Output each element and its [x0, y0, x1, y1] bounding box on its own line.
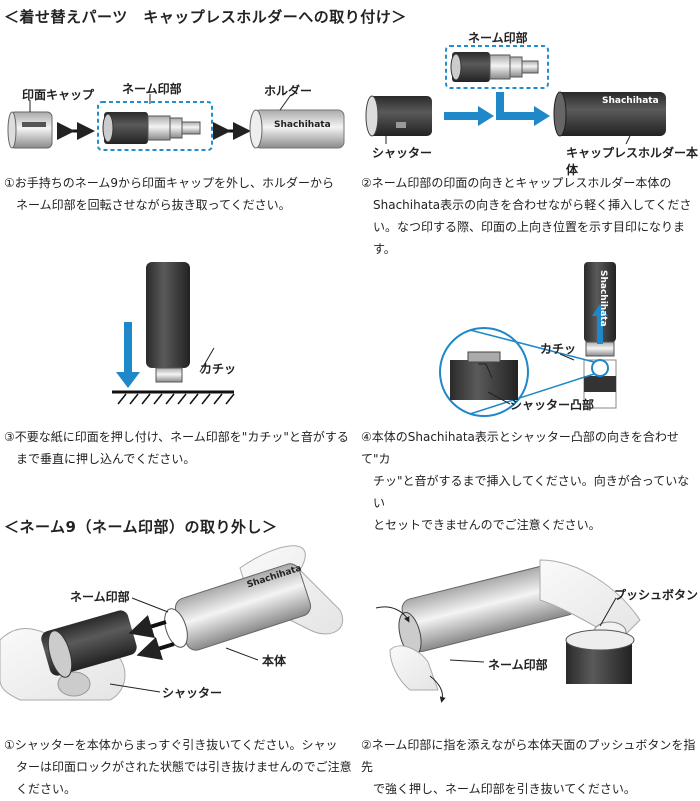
brand-logo-stamp-2: Shachihata	[598, 270, 608, 327]
paper-surface-icon	[112, 390, 235, 405]
blue-arrowhead-icon	[592, 304, 608, 316]
removal-step-2-text: ②ネーム印部に指を添えながら本体天面のプッシュボタンを指先 で強く押し、ネーム印…	[361, 738, 696, 796]
step-1-text: ①お手持ちのネーム9から印面キャップを外し、ホルダーから ネーム印部を回転させな…	[4, 176, 335, 212]
zoom-connector-icon	[469, 373, 595, 415]
brand-logo-body: Shachihata	[602, 96, 659, 106]
stamp-vertical-icon	[146, 262, 190, 383]
holder-icon	[249, 95, 345, 149]
stamp-body-icon	[164, 563, 312, 651]
shutter-icon	[365, 95, 432, 137]
black-arrow-left-icon	[136, 637, 175, 660]
label-stamp-cap: 印面キャップ	[22, 88, 95, 102]
label-push-button: プッシュボタン	[614, 588, 699, 602]
label-shutter-2: シャッター	[162, 686, 223, 700]
label-click-sound: カチッ	[200, 362, 237, 376]
brand-logo-holder: Shachihata	[274, 120, 331, 130]
shutter-bump-detail-icon	[450, 351, 518, 405]
label-click-sound-2: カチッ	[540, 342, 577, 356]
stamp-cap-icon	[7, 100, 53, 149]
label-capless-holder-body: キャップレスホルダー本体	[566, 146, 699, 177]
name-stamp-part-icon	[102, 112, 201, 144]
section-heading-removal: ＜ネーム9（ネーム印部）の取り外し＞	[4, 518, 278, 536]
hand-holding-name-part-icon	[389, 645, 439, 691]
step-3-text: ③不要な紙に印面を押し付け、ネーム印部を"カチッ"と音がする まで垂直に押し込ん…	[4, 430, 349, 466]
curved-arrow-icon	[429, 675, 446, 703]
section-heading-install: ＜着せ替えパーツ キャップレスホルダーへの取り付け＞	[4, 8, 407, 26]
label-name-stamp-3: ネーム印部	[70, 590, 130, 604]
shutter-removed-icon	[41, 610, 137, 678]
leader-line-icon	[109, 683, 161, 693]
step-2-text: ②ネーム印部の印面の向きとキャップレスホルダー本体の Shachihata表示の…	[361, 176, 692, 256]
stamp-insert-icon	[583, 262, 617, 409]
blue-arrowhead-icon	[478, 106, 494, 126]
step-4-text: ④本体のShachihata表示とシャッター凸部の向きを合わせて"カ チッ"と音…	[361, 430, 690, 532]
curved-arrow-icon	[375, 606, 410, 623]
removal-step-1-text: ①シャッターを本体からまっすぐ引き抜いてください。シャッ ターは印面ロックがされ…	[4, 738, 352, 796]
black-arrow-left-icon	[128, 615, 167, 638]
leader-line-icon	[449, 659, 485, 663]
label-body: 本体	[262, 654, 287, 668]
label-shutter-bump: シャッター凸部	[510, 398, 595, 412]
zoom-connector-icon	[469, 329, 595, 363]
label-name-stamp-2: ネーム印部	[468, 31, 528, 45]
capless-holder-body-icon	[553, 91, 666, 137]
leader-line-icon	[225, 647, 259, 661]
label-name-stamp: ネーム印部	[122, 82, 182, 96]
leader-line-icon	[131, 597, 169, 613]
blue-arrowhead-icon	[534, 106, 550, 126]
leader-line-icon	[599, 597, 617, 627]
blue-arrowhead-icon	[116, 372, 140, 388]
name-stamp-highlight-box	[97, 101, 213, 151]
click-line-icon	[199, 347, 215, 373]
label-shutter: シャッター	[372, 146, 433, 160]
focus-circle-icon	[591, 359, 609, 377]
brand-logo-stamp: Shachihata	[130, 300, 140, 357]
name-stamp-part-icon	[450, 52, 539, 82]
label-holder: ホルダー	[264, 84, 313, 98]
click-line-icon	[559, 353, 575, 361]
label-name-stamp-4: ネーム印部	[488, 658, 548, 672]
push-button-top-icon	[565, 629, 635, 684]
blue-arrow-bent-icon	[496, 92, 536, 120]
